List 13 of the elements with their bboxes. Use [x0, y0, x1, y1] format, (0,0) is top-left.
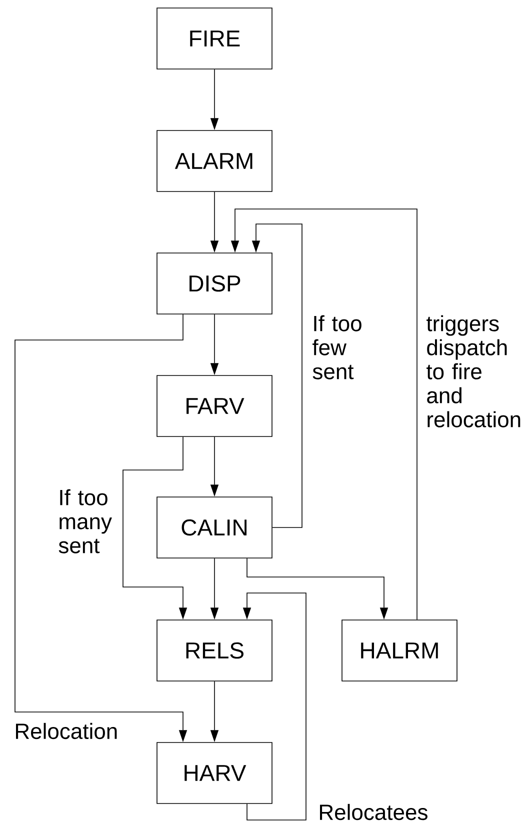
process-box: DISP — [156, 252, 272, 314]
process-box: ALARM — [156, 130, 272, 192]
edge-label: If too many sent — [58, 489, 112, 554]
process-box: FARV — [156, 375, 272, 437]
process-box: RELS — [156, 620, 272, 682]
edge-label: Relocatees — [320, 804, 428, 820]
process-box: FIRE — [156, 8, 272, 70]
edge-label: triggers dispatch to fire and relocation — [426, 315, 520, 428]
process-box: HALRM — [342, 620, 458, 682]
process-box: CALIN — [156, 496, 272, 558]
edge-label: If too few sent — [312, 315, 362, 380]
process-box: HARV — [156, 742, 272, 804]
edge-label: Relocation — [16, 722, 117, 740]
